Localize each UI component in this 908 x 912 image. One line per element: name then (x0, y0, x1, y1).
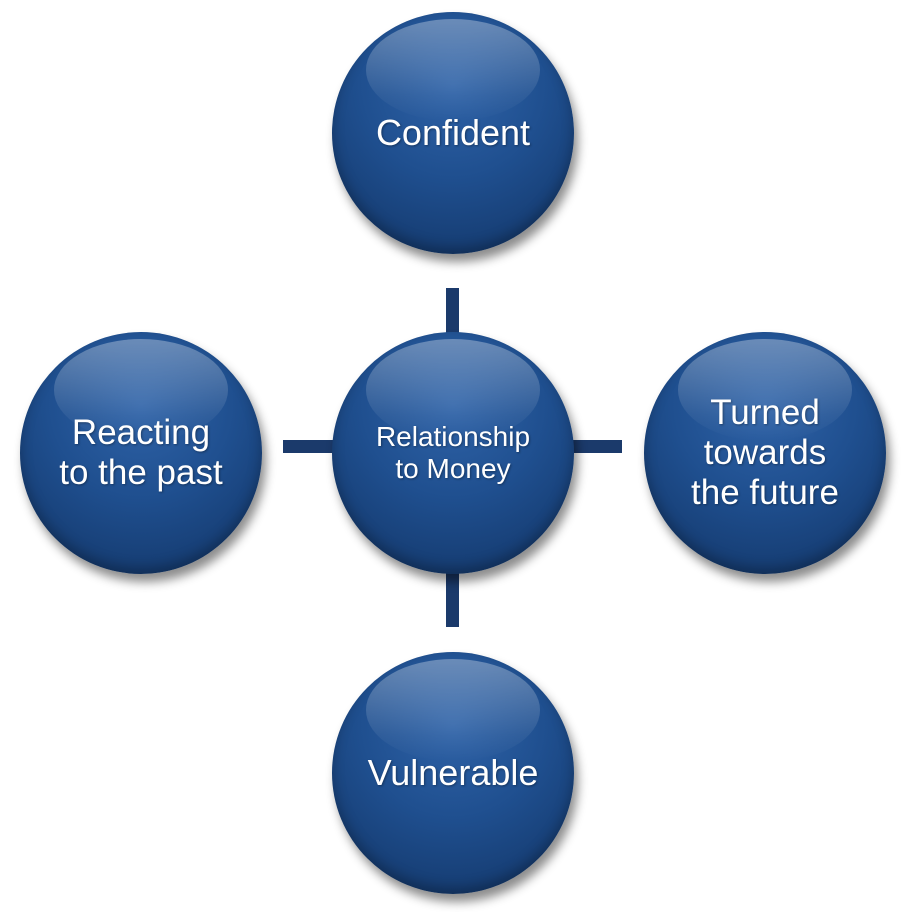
node-reacting-to-the-past: Reacting to the past (20, 332, 262, 574)
connector-bottom (446, 572, 459, 627)
node-confident: Confident (332, 12, 574, 254)
node-vulnerable-label: Vulnerable (367, 752, 539, 794)
connector-top (446, 288, 459, 334)
node-reacting-label: Reacting to the past (59, 412, 223, 492)
connector-right (572, 440, 622, 453)
node-vulnerable: Vulnerable (332, 652, 574, 894)
node-future-label: Turned towards the future (691, 392, 839, 513)
node-relationship-to-money: Relationship to Money (332, 332, 574, 574)
node-center-label: Relationship to Money (375, 420, 531, 484)
node-turned-towards-the-future: Turned towards the future (644, 332, 886, 574)
connector-left (283, 440, 335, 453)
node-confident-label: Confident (375, 112, 531, 154)
